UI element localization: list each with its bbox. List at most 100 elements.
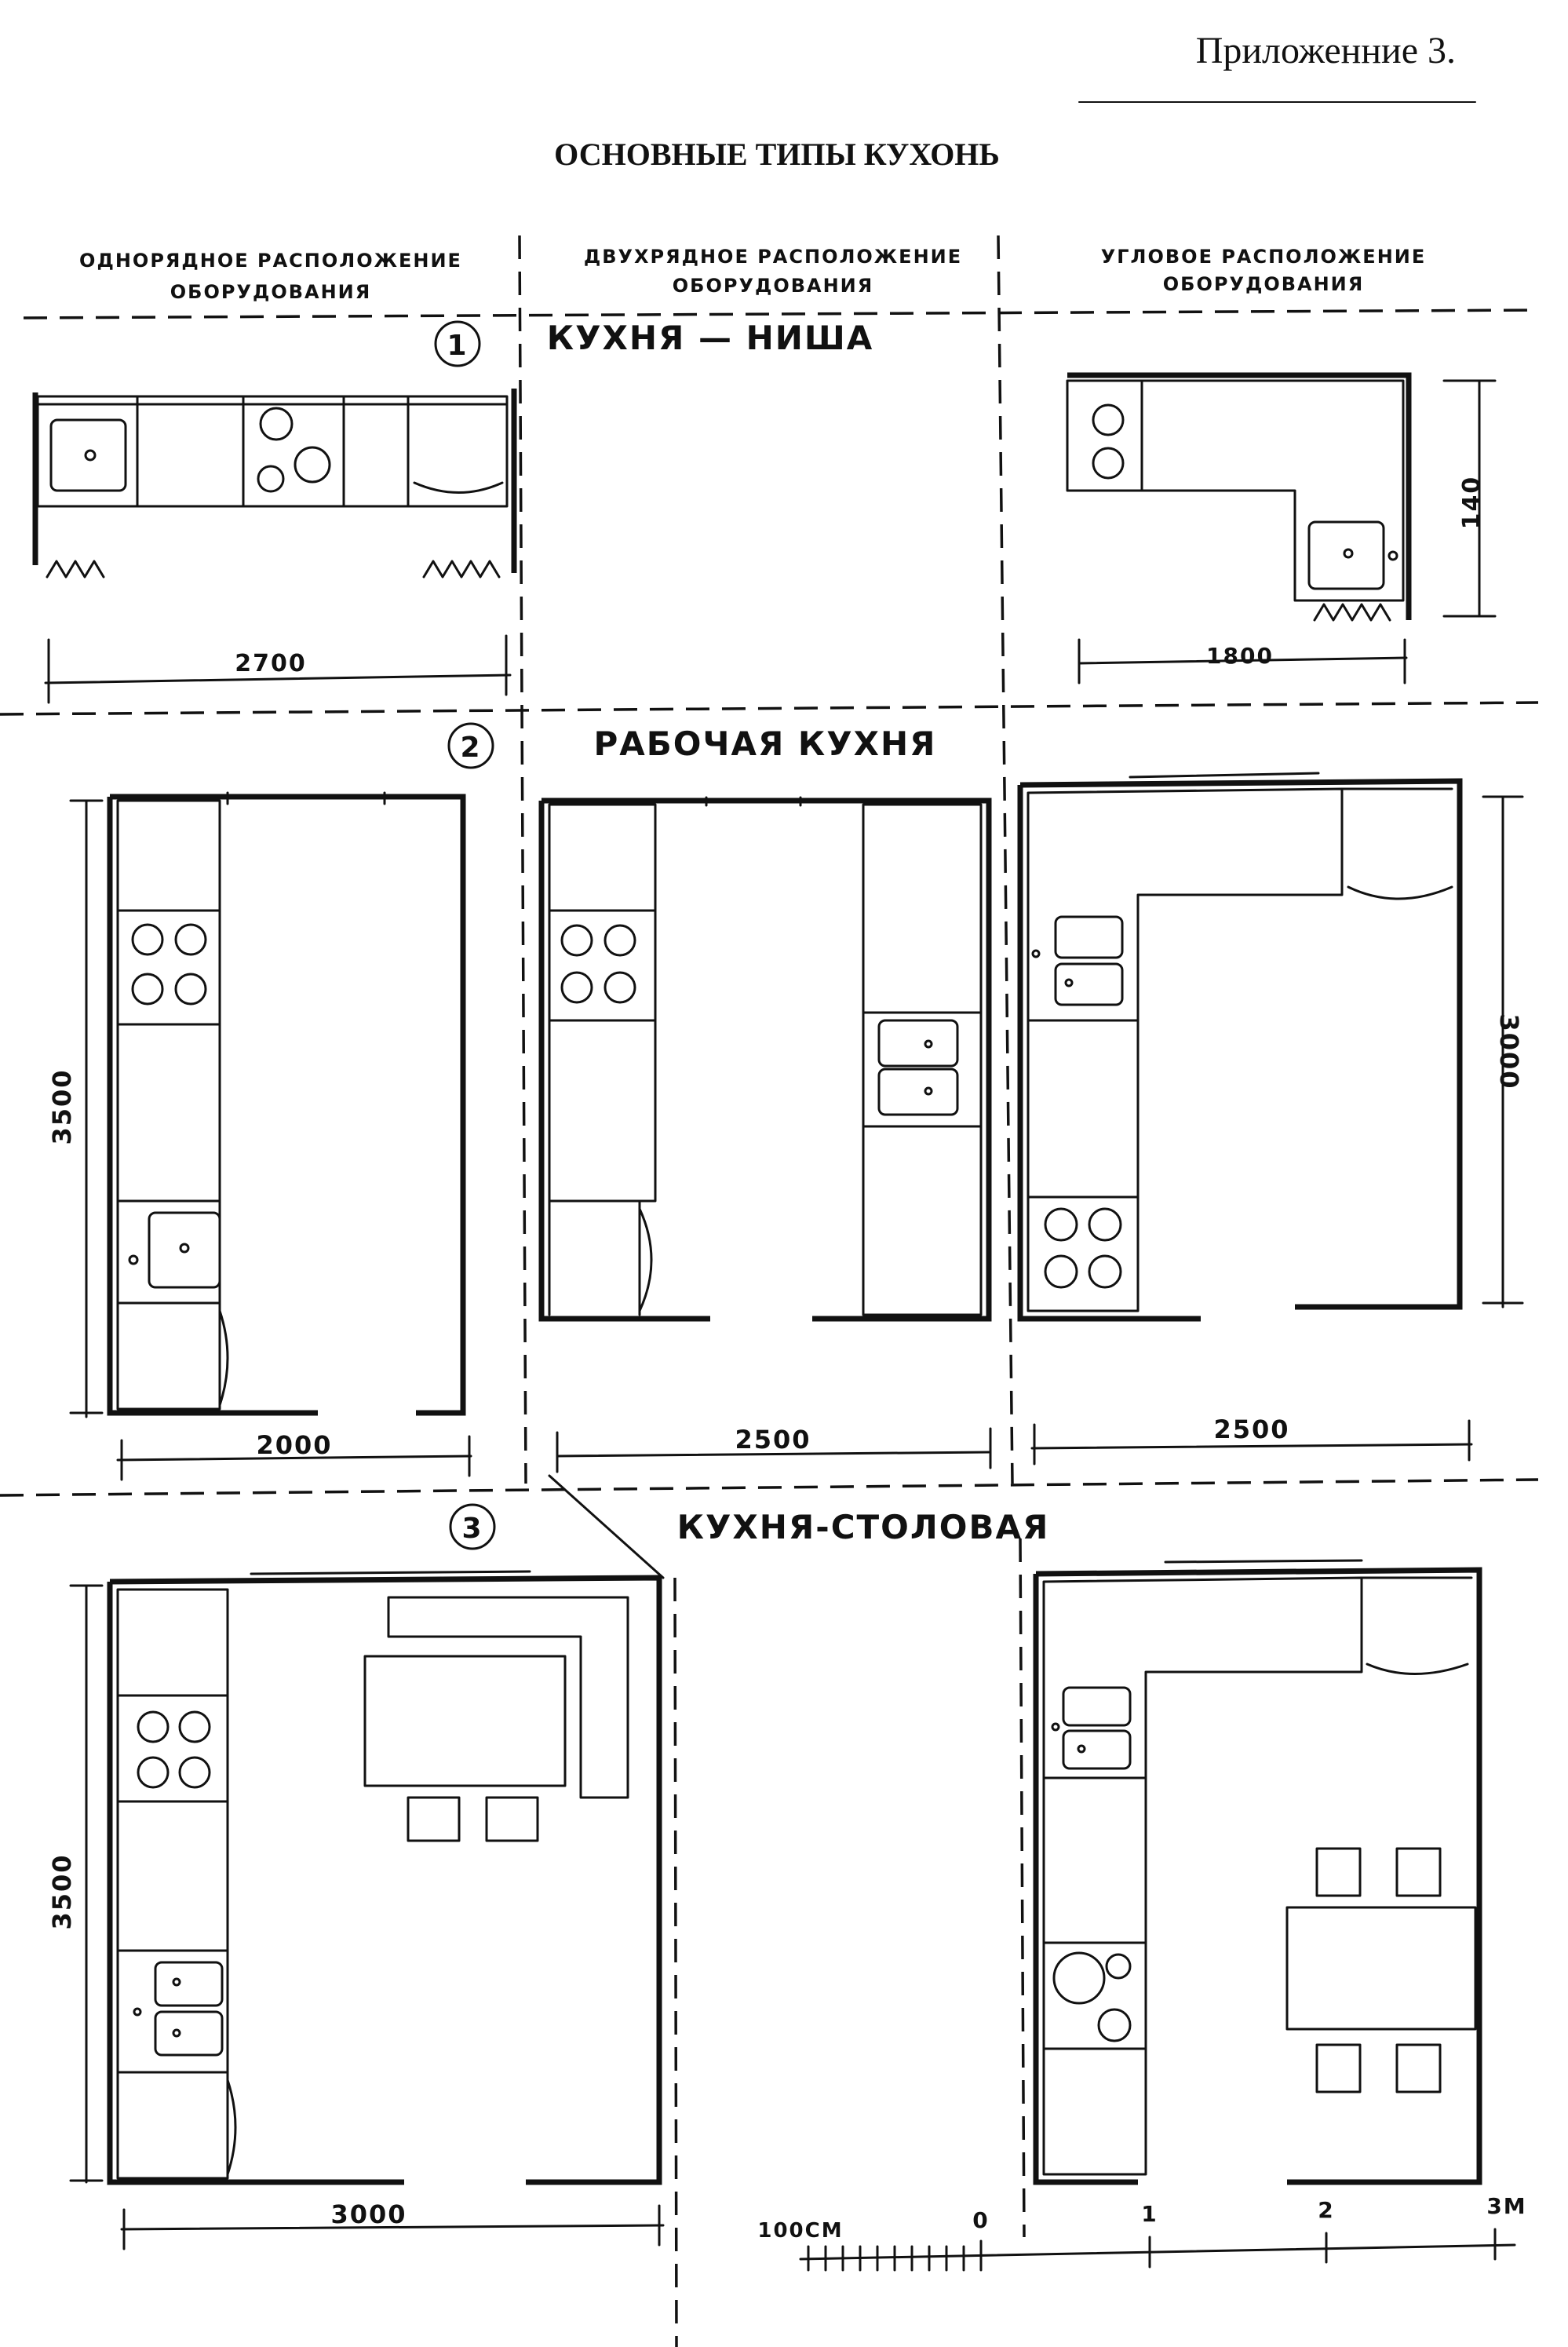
column-headers: ОДНОРЯДНОЕ РАСПОЛОЖЕНИЕ ОБОРУДОВАНИЯ ДВУ… <box>79 246 1427 303</box>
scale-tick-2: 2 <box>1318 2197 1334 2223</box>
sink-bowl <box>154 2010 224 2057</box>
section-1-label: КУХНЯ — НИША <box>547 319 874 357</box>
grid-lines <box>0 235 1539 2347</box>
sink-bowl <box>1062 1729 1132 1770</box>
burner <box>178 1756 211 1789</box>
section-niche: 1 КУХНЯ — НИША 2700 <box>32 319 1497 704</box>
column-divider-left <box>518 235 527 1484</box>
burner <box>294 446 331 484</box>
burner <box>1092 447 1125 480</box>
single-row-header-line2: ОБОРУДОВАНИЯ <box>170 281 372 303</box>
radiator <box>1313 603 1391 622</box>
chair <box>1395 2043 1442 2093</box>
radiator <box>46 560 105 579</box>
counter-run <box>116 799 221 1411</box>
burner <box>1097 2008 1132 2042</box>
niche-corner-plan: 1800 140 <box>1066 372 1497 684</box>
chair <box>407 1796 461 1842</box>
diagonal-divider <box>548 1474 665 1579</box>
chair <box>1315 2043 1362 2093</box>
radiator <box>422 560 501 579</box>
burner <box>178 1710 211 1743</box>
sink <box>1307 520 1385 590</box>
sink-bowl <box>1062 1686 1132 1727</box>
section-working: 2 РАБОЧАЯ КУХНЯ 3500 <box>47 722 1524 1481</box>
row-divider-2 <box>0 1478 1539 1497</box>
page-title: ОСНОВНЫЕ ТИПЫ КУХОНЬ <box>554 137 1000 172</box>
fridge-door-swing <box>638 1207 653 1312</box>
burner <box>174 973 207 1006</box>
corner-counter <box>1066 379 1405 602</box>
burner <box>131 973 164 1006</box>
column-divider-left-bottom <box>673 1577 678 2347</box>
dimension-label: 1800 <box>1206 643 1274 669</box>
burner <box>1088 1254 1122 1289</box>
burner <box>560 924 593 957</box>
counter-run <box>116 1588 229 2180</box>
working-corner-plan: 3000 2500 <box>1017 772 1524 1466</box>
burner <box>137 1710 170 1743</box>
burner <box>603 924 636 957</box>
section-1-number: 1 <box>447 330 468 362</box>
column-divider-right-bottom <box>1019 1538 1026 2238</box>
dimension-label: 2700 <box>235 650 307 677</box>
burner <box>174 923 207 956</box>
table-counter <box>387 1596 629 1799</box>
dimension-label: 3000 <box>330 2199 407 2229</box>
scale-tick-1: 1 <box>1141 2201 1158 2227</box>
scale-tick-3: 3М <box>1486 2193 1526 2219</box>
dimension-label: 2000 <box>256 1430 332 1460</box>
dining-table <box>363 1655 567 1787</box>
section-2-label: РАБОЧАЯ КУХНЯ <box>594 725 937 763</box>
section-2-number-circle <box>447 722 494 769</box>
fridge-door-swing <box>226 2079 237 2176</box>
niche-single-row-plan: 2700 <box>32 389 517 704</box>
dining-corner-plan <box>1033 1559 1482 2185</box>
dimension-label: 3500 <box>47 1068 77 1144</box>
sink-bowl <box>154 1961 224 2007</box>
scale-line <box>799 2243 1516 2261</box>
section-3-number: 3 <box>461 1513 483 1545</box>
fridge-door-swing <box>1347 885 1453 900</box>
sink-bowl <box>877 1068 959 1116</box>
scale-bar: 100СМ 0 1 2 3М <box>757 2193 1526 2272</box>
burner <box>131 923 164 956</box>
chair <box>1395 1847 1442 1897</box>
single-row-header-line1: ОДНОРЯДНОЕ РАСПОЛОЖЕНИЕ <box>79 250 462 272</box>
working-single-row-plan: 3500 2000 <box>47 791 472 1481</box>
column-divider-right <box>997 235 1014 1484</box>
corner-header-line2: ОБОРУДОВАНИЯ <box>1163 273 1365 295</box>
burner <box>137 1756 170 1789</box>
section-3-label: КУХНЯ-СТОЛОВАЯ <box>677 1508 1050 1546</box>
corner-counter <box>1042 1576 1363 2176</box>
dimension-label: 140 <box>1458 476 1486 530</box>
burner <box>1088 1207 1122 1242</box>
dimension-label: 3000 <box>1494 1013 1524 1090</box>
header-divider <box>23 308 1539 319</box>
burner <box>1044 1207 1078 1242</box>
section-2-number: 2 <box>460 732 481 764</box>
dimension-label: 2500 <box>1213 1414 1289 1444</box>
section-1-number-circle <box>434 320 481 367</box>
burner <box>1052 1951 1106 2005</box>
fridge-door-swing <box>218 1309 229 1407</box>
section-3-number-circle <box>449 1503 496 1550</box>
burner <box>1092 403 1125 436</box>
row-divider-1 <box>0 701 1539 716</box>
scale-left-label: 100СМ <box>757 2219 843 2243</box>
appendix-label: Приложенние 3. <box>1196 30 1456 71</box>
dimension-label: 3500 <box>47 1853 77 1929</box>
corner-header-line1: УГЛОВОЕ РАСПОЛОЖЕНИЕ <box>1101 246 1427 268</box>
burner <box>560 971 593 1004</box>
double-row-header-line1: ДВУХРЯДНОЕ РАСПОЛОЖЕНИЕ <box>584 246 962 268</box>
counter-run-right <box>862 803 983 1316</box>
section-dining: 3 КУХНЯ-СТОЛОВАЯ <box>47 1503 1526 2272</box>
chair <box>485 1796 539 1842</box>
scale-tick-0: 0 <box>972 2207 989 2233</box>
counter-run-left <box>548 803 657 1203</box>
sink <box>49 418 127 492</box>
sink-bowl <box>877 1019 959 1068</box>
sink-bowl <box>1054 915 1124 959</box>
fridge-door-swing <box>413 481 504 494</box>
